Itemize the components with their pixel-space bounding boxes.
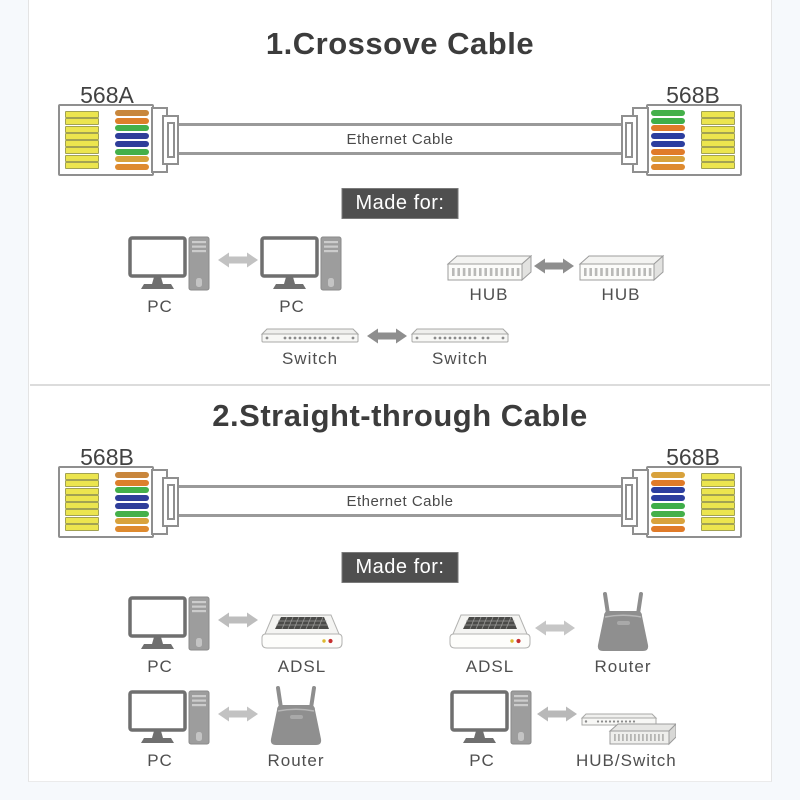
device-label: HUB (601, 285, 641, 304)
device: HUB (446, 248, 532, 305)
connector-body (58, 466, 154, 538)
device: PC (450, 690, 532, 771)
connector-collar (621, 115, 638, 165)
connector-body (646, 104, 742, 176)
gold-pins (65, 473, 99, 531)
pc-icon (450, 690, 532, 748)
pc-icon (128, 236, 210, 294)
pc-icon (260, 236, 342, 294)
device-label: Switch (281, 349, 339, 368)
device-label: Switch (431, 349, 489, 368)
section1-title: 1.Crossove Cable (265, 26, 535, 61)
device-label: PC (279, 297, 305, 316)
double-arrow-icon (536, 704, 578, 724)
made-for-badge-2: Made for: (341, 552, 459, 583)
device: PC (128, 690, 210, 771)
section2-title: 2.Straight-through Cable (212, 398, 588, 433)
device: Router (263, 684, 329, 771)
device-label: HUB (469, 285, 509, 304)
ethernet-cable-1: Ethernet Cable (172, 123, 628, 155)
wire-stripes (651, 110, 685, 170)
double-arrow-icon (217, 250, 259, 270)
connector1-right-label: 568B (666, 82, 720, 108)
double-arrow-icon (217, 704, 259, 724)
device: ADSL (448, 608, 532, 677)
connector-collar (621, 477, 638, 527)
rj45-connector-568b-left (58, 466, 179, 538)
connector-collar (162, 115, 179, 165)
adsl-icon (448, 608, 532, 654)
device: HUB (578, 248, 664, 305)
wire-stripes (115, 110, 149, 170)
connector1-left-label: 568A (80, 82, 134, 108)
connector-collar (162, 477, 179, 527)
device: Router (590, 590, 656, 677)
device: Switch (410, 324, 510, 369)
double-arrow-icon (534, 618, 576, 638)
device: HUB/Switch (576, 710, 676, 771)
rj45-connector-568b-right (621, 466, 742, 538)
router-icon (590, 590, 656, 654)
ethernet-cable-2: Ethernet Cable (172, 485, 628, 517)
connector2-right-label: 568B (666, 444, 720, 470)
device-label: ADSL (465, 657, 515, 676)
cable1-label: Ethernet Cable (346, 130, 454, 148)
rj45-connector-568b (621, 104, 742, 176)
connector2-left-label: 568B (80, 444, 134, 470)
device-label: Router (594, 657, 652, 676)
double-arrow-icon (533, 256, 575, 276)
double-arrow-icon (366, 326, 408, 346)
hub-icon (446, 248, 532, 282)
device: ADSL (260, 608, 344, 677)
wire-stripes (651, 472, 685, 532)
router-icon (263, 684, 329, 748)
wire-stripes (115, 472, 149, 532)
switch-icon (260, 324, 360, 346)
device-label: PC (147, 657, 173, 676)
device-label: HUB/Switch (576, 751, 677, 770)
device: Switch (260, 324, 360, 369)
hubswitch-icon (576, 710, 676, 748)
connector-body (646, 466, 742, 538)
device: PC (128, 596, 210, 677)
device: PC (128, 236, 210, 317)
device: PC (260, 236, 342, 317)
adsl-icon (260, 608, 344, 654)
connector-body (58, 104, 154, 176)
gold-pins (701, 111, 735, 169)
device-label: ADSL (277, 657, 327, 676)
pc-icon (128, 596, 210, 654)
made-for-badge-1: Made for: (341, 188, 459, 219)
pc-icon (128, 690, 210, 748)
device-label: PC (147, 297, 173, 316)
cable2-label: Ethernet Cable (346, 492, 454, 510)
device-label: Router (267, 751, 325, 770)
device-label: PC (147, 751, 173, 770)
section-divider (30, 384, 770, 386)
double-arrow-icon (217, 610, 259, 630)
hub-icon (578, 248, 664, 282)
rj45-connector-568a (58, 104, 179, 176)
gold-pins (65, 111, 99, 169)
device-label: PC (469, 751, 495, 770)
gold-pins (701, 473, 735, 531)
switch-icon (410, 324, 510, 346)
